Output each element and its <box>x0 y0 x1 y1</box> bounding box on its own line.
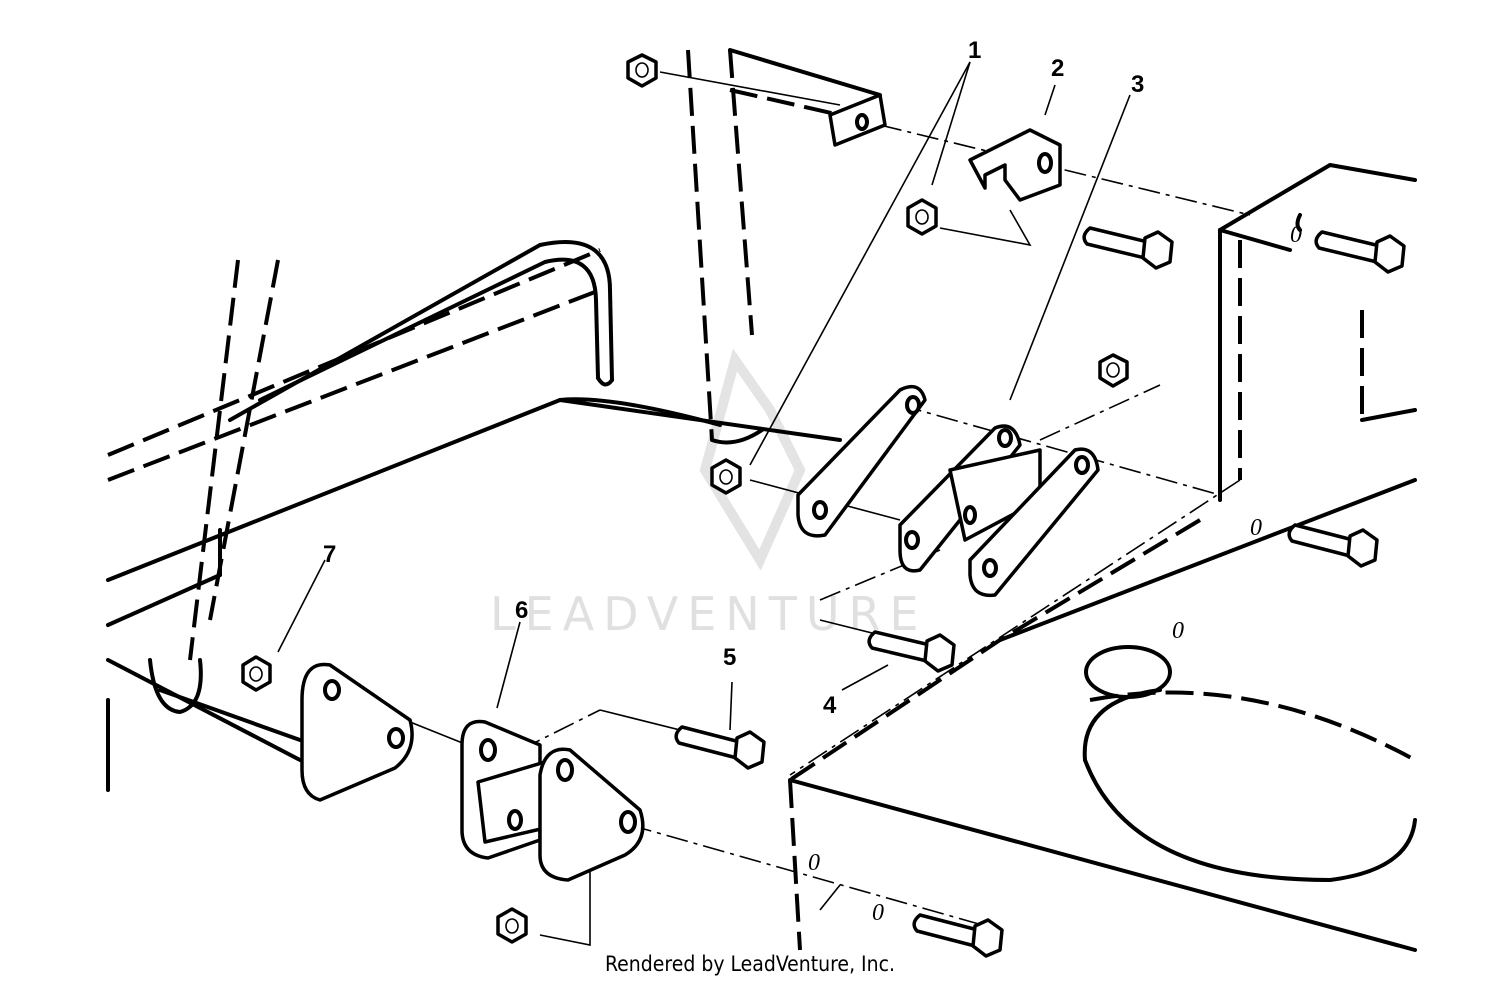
hex-nut-icon <box>710 458 742 495</box>
leader-lines <box>277 61 1131 731</box>
mower-deck: 0 0 0 0 0 <box>788 163 1417 952</box>
hex-bolt-icon <box>867 630 956 673</box>
hex-nut-icon <box>626 53 658 88</box>
svg-text:0: 0 <box>872 900 884 926</box>
upper-bracket <box>828 93 887 147</box>
callout-2: 2 <box>1051 55 1064 82</box>
callout-7: 7 <box>323 541 336 568</box>
hex-nut-icon <box>906 198 938 236</box>
svg-text:0: 0 <box>1290 222 1302 248</box>
hex-nut-icon <box>496 907 528 944</box>
hex-bolt-icon <box>1287 523 1379 568</box>
callout-labels: 1 2 3 4 5 6 7 <box>323 37 1144 719</box>
hex-bolts <box>674 226 1406 958</box>
svg-text:0: 0 <box>1250 515 1262 541</box>
svg-text:0: 0 <box>1172 618 1184 644</box>
hex-nut-icon <box>241 655 272 692</box>
hinge-bracket-part-3 <box>796 384 1100 598</box>
svg-text:0: 0 <box>808 850 820 876</box>
lower-hinge-part-6 <box>300 662 645 882</box>
hex-bolt-icon <box>674 725 766 770</box>
hex-nut-icon <box>1098 353 1129 388</box>
footer-credit: Rendered by LeadVenture, Inc. <box>605 952 895 976</box>
callout-5: 5 <box>723 644 736 671</box>
callout-1: 1 <box>968 37 981 64</box>
watermark: LEADVENTURE <box>490 348 928 641</box>
hex-nuts <box>241 53 1129 944</box>
hex-bolt-icon <box>1314 230 1406 274</box>
channel-bracket-part-2 <box>968 128 1062 202</box>
callout-3: 3 <box>1131 71 1144 98</box>
mower-frame <box>106 48 882 792</box>
callout-6: 6 <box>515 597 528 624</box>
watermark-text: LEADVENTURE <box>490 587 928 641</box>
callout-4: 4 <box>823 692 837 719</box>
hex-bolt-icon <box>1082 226 1174 270</box>
hex-bolt-icon <box>912 913 1004 958</box>
